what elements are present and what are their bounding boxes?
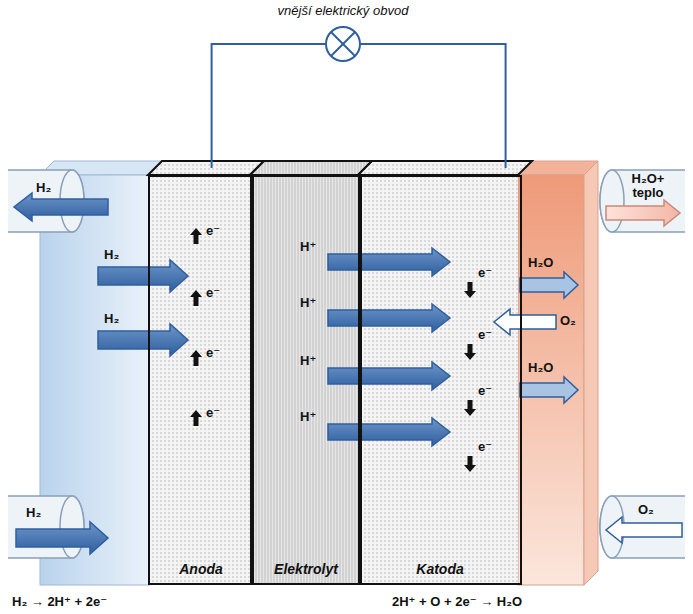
flow-arrow [14, 193, 108, 221]
flow-label: H₂ [36, 181, 51, 195]
electron-arrow [190, 350, 202, 366]
reaction-equation: H₂ → 2H⁺ + 2e⁻ [12, 595, 107, 609]
layer-name: Elektrolyt [252, 561, 360, 577]
flow-label: H₂ [26, 506, 41, 520]
flow-arrow [606, 200, 680, 226]
electron-arrow [464, 344, 476, 360]
external-circuit-wire [212, 44, 506, 168]
flow-label: H₂O [528, 256, 553, 270]
circuit-label: vnější elektrický obvod [278, 4, 409, 18]
flow-label: e⁻ [206, 346, 220, 360]
flow-arrow [98, 324, 188, 356]
flow-label: H₂ [104, 248, 119, 262]
reaction-equation: 2H⁺ + O + 2e⁻ → H₂O [392, 595, 522, 609]
flow-arrow [520, 272, 578, 298]
cell-layer: Katoda [358, 175, 522, 585]
flow-label: H⁺ [300, 296, 316, 310]
flow-label: H⁺ [300, 354, 316, 368]
electron-arrow [464, 456, 476, 472]
flow-arrow [328, 362, 450, 390]
layer-name: Anoda [150, 561, 252, 577]
flow-arrow [16, 522, 108, 554]
flow-arrow [98, 260, 188, 292]
flow-label: e⁻ [206, 406, 220, 420]
electron-arrow [464, 282, 476, 298]
flow-arrow [328, 418, 450, 446]
flow-arrow [328, 248, 450, 276]
flow-arrow [328, 304, 450, 332]
flow-label: H₂O+ teplo [624, 172, 672, 201]
electron-arrow [190, 290, 202, 306]
flow-label: e⁻ [478, 266, 492, 280]
flow-label: H⁺ [300, 410, 316, 424]
electron-arrow [464, 400, 476, 416]
flow-label: H₂O [528, 361, 553, 375]
cell-layer: Anoda [148, 175, 254, 585]
flow-label: e⁻ [478, 328, 492, 342]
flow-label: e⁻ [478, 440, 492, 454]
flow-label: e⁻ [206, 224, 220, 238]
flow-arrow [494, 309, 556, 335]
flow-label: O₂ [638, 503, 654, 517]
electron-arrow [190, 228, 202, 244]
cell-layer: Elektrolyt [250, 175, 362, 585]
electron-arrow [190, 410, 202, 426]
flow-label: O₂ [560, 314, 576, 328]
flow-label: e⁻ [478, 384, 492, 398]
flow-label: H⁺ [300, 240, 316, 254]
flow-label: H₂ [104, 312, 119, 326]
flow-arrow [520, 377, 578, 403]
layer-name: Katoda [360, 561, 520, 577]
flow-label: e⁻ [206, 286, 220, 300]
flow-arrow [606, 517, 682, 543]
